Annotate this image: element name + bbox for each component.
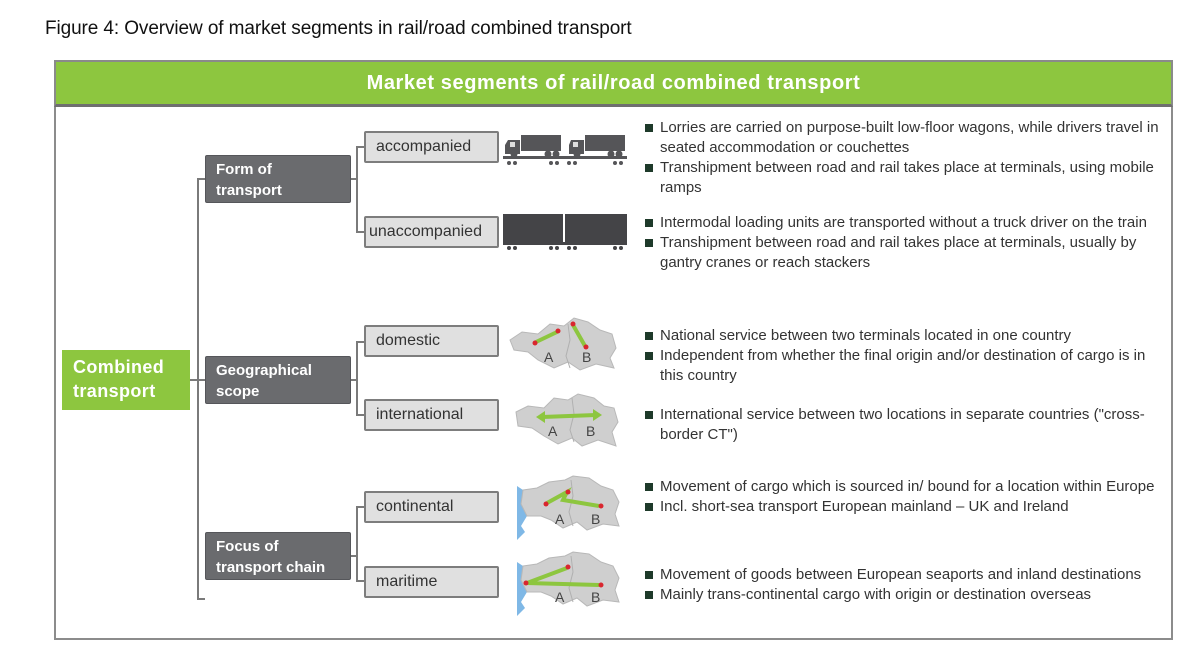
category-geographical-scope: Geographical scope xyxy=(205,356,351,404)
train-with-lorries-icon xyxy=(503,135,627,165)
connector xyxy=(356,341,358,416)
connector xyxy=(356,231,364,233)
map-label-a: A xyxy=(544,349,554,365)
map-label-a: A xyxy=(555,589,565,605)
bullet-item: Mainly trans-continental cargo with orig… xyxy=(643,585,1170,605)
bullets-maritime: Movement of goods between European seapo… xyxy=(643,565,1170,605)
connector xyxy=(351,379,357,381)
bullets-international: International service between two locati… xyxy=(643,405,1170,445)
map-label-b: B xyxy=(591,511,600,527)
map-label-a: A xyxy=(555,511,565,527)
bullets-domestic: National service between two terminals l… xyxy=(643,326,1170,386)
category-focus-of-transport-chain: Focus of transport chain xyxy=(205,532,351,580)
connector-trunk xyxy=(197,178,199,600)
root-node-combined-transport: Combined transport xyxy=(62,350,190,410)
segment-accompanied: accompanied xyxy=(364,131,499,163)
bullet-item: International service between two locati… xyxy=(643,405,1170,445)
international-map-icon: A B xyxy=(515,393,619,447)
category-label-line2: transport xyxy=(216,182,282,199)
connector xyxy=(356,580,364,582)
connector xyxy=(356,506,358,582)
connector-cat-1 xyxy=(197,178,205,180)
segment-maritime: maritime xyxy=(364,566,499,598)
connector xyxy=(356,146,364,148)
map-label-b: B xyxy=(586,423,595,439)
bullets-accompanied: Lorries are carried on purpose-built low… xyxy=(643,118,1170,198)
segment-international: international xyxy=(364,399,499,431)
bullets-unaccompanied: Intermodal loading units are transported… xyxy=(643,213,1170,273)
connector-cat-3 xyxy=(197,598,205,600)
segment-continental: continental xyxy=(364,491,499,523)
bullet-item: Independent from whether the final origi… xyxy=(643,346,1170,386)
bullet-item: Intermodal loading units are transported… xyxy=(643,213,1170,233)
bullet-item: Lorries are carried on purpose-built low… xyxy=(643,118,1170,158)
bullet-item: Movement of goods between European seapo… xyxy=(643,565,1170,585)
category-label-line1: Focus of xyxy=(216,538,279,555)
figure-title: Figure 4: Overview of market segments in… xyxy=(45,18,632,39)
map-label-b: B xyxy=(591,589,600,605)
map-label-b: B xyxy=(582,349,591,365)
connector xyxy=(356,146,358,233)
root-label-line1: Combined xyxy=(73,357,165,377)
bullet-item: National service between two terminals l… xyxy=(643,326,1170,346)
domestic-map-icon: A B xyxy=(509,317,617,371)
category-label-line1: Form of xyxy=(216,161,272,178)
category-form-of-transport: Form of transport xyxy=(205,155,351,203)
segment-unaccompanied: unaccompanied xyxy=(364,216,499,248)
connector xyxy=(351,178,357,180)
map-label-a: A xyxy=(548,423,558,439)
bullet-item: Transhipment between road and rail takes… xyxy=(643,158,1170,198)
bullet-item: Incl. short-sea transport European mainl… xyxy=(643,497,1170,517)
bullet-item: Movement of cargo which is sourced in/ b… xyxy=(643,477,1170,497)
connector-cat-2 xyxy=(197,379,205,381)
connector xyxy=(356,414,364,416)
bullets-continental: Movement of cargo which is sourced in/ b… xyxy=(643,477,1170,517)
connector-root xyxy=(190,379,198,381)
connector xyxy=(356,341,364,343)
segment-domestic: domestic xyxy=(364,325,499,357)
maritime-map-icon: A B xyxy=(517,551,620,616)
root-label-line2: transport xyxy=(73,381,156,401)
category-label-line2: scope xyxy=(216,383,260,400)
train-with-containers-icon xyxy=(503,214,627,250)
connector xyxy=(351,555,357,557)
diagram-header: Market segments of rail/road combined tr… xyxy=(54,60,1173,107)
category-label-line2: transport chain xyxy=(216,559,326,576)
continental-map-icon: A B xyxy=(517,475,620,540)
connector xyxy=(356,506,364,508)
bullet-item: Transhipment between road and rail takes… xyxy=(643,233,1170,273)
category-label-line1: Geographical xyxy=(216,362,312,379)
